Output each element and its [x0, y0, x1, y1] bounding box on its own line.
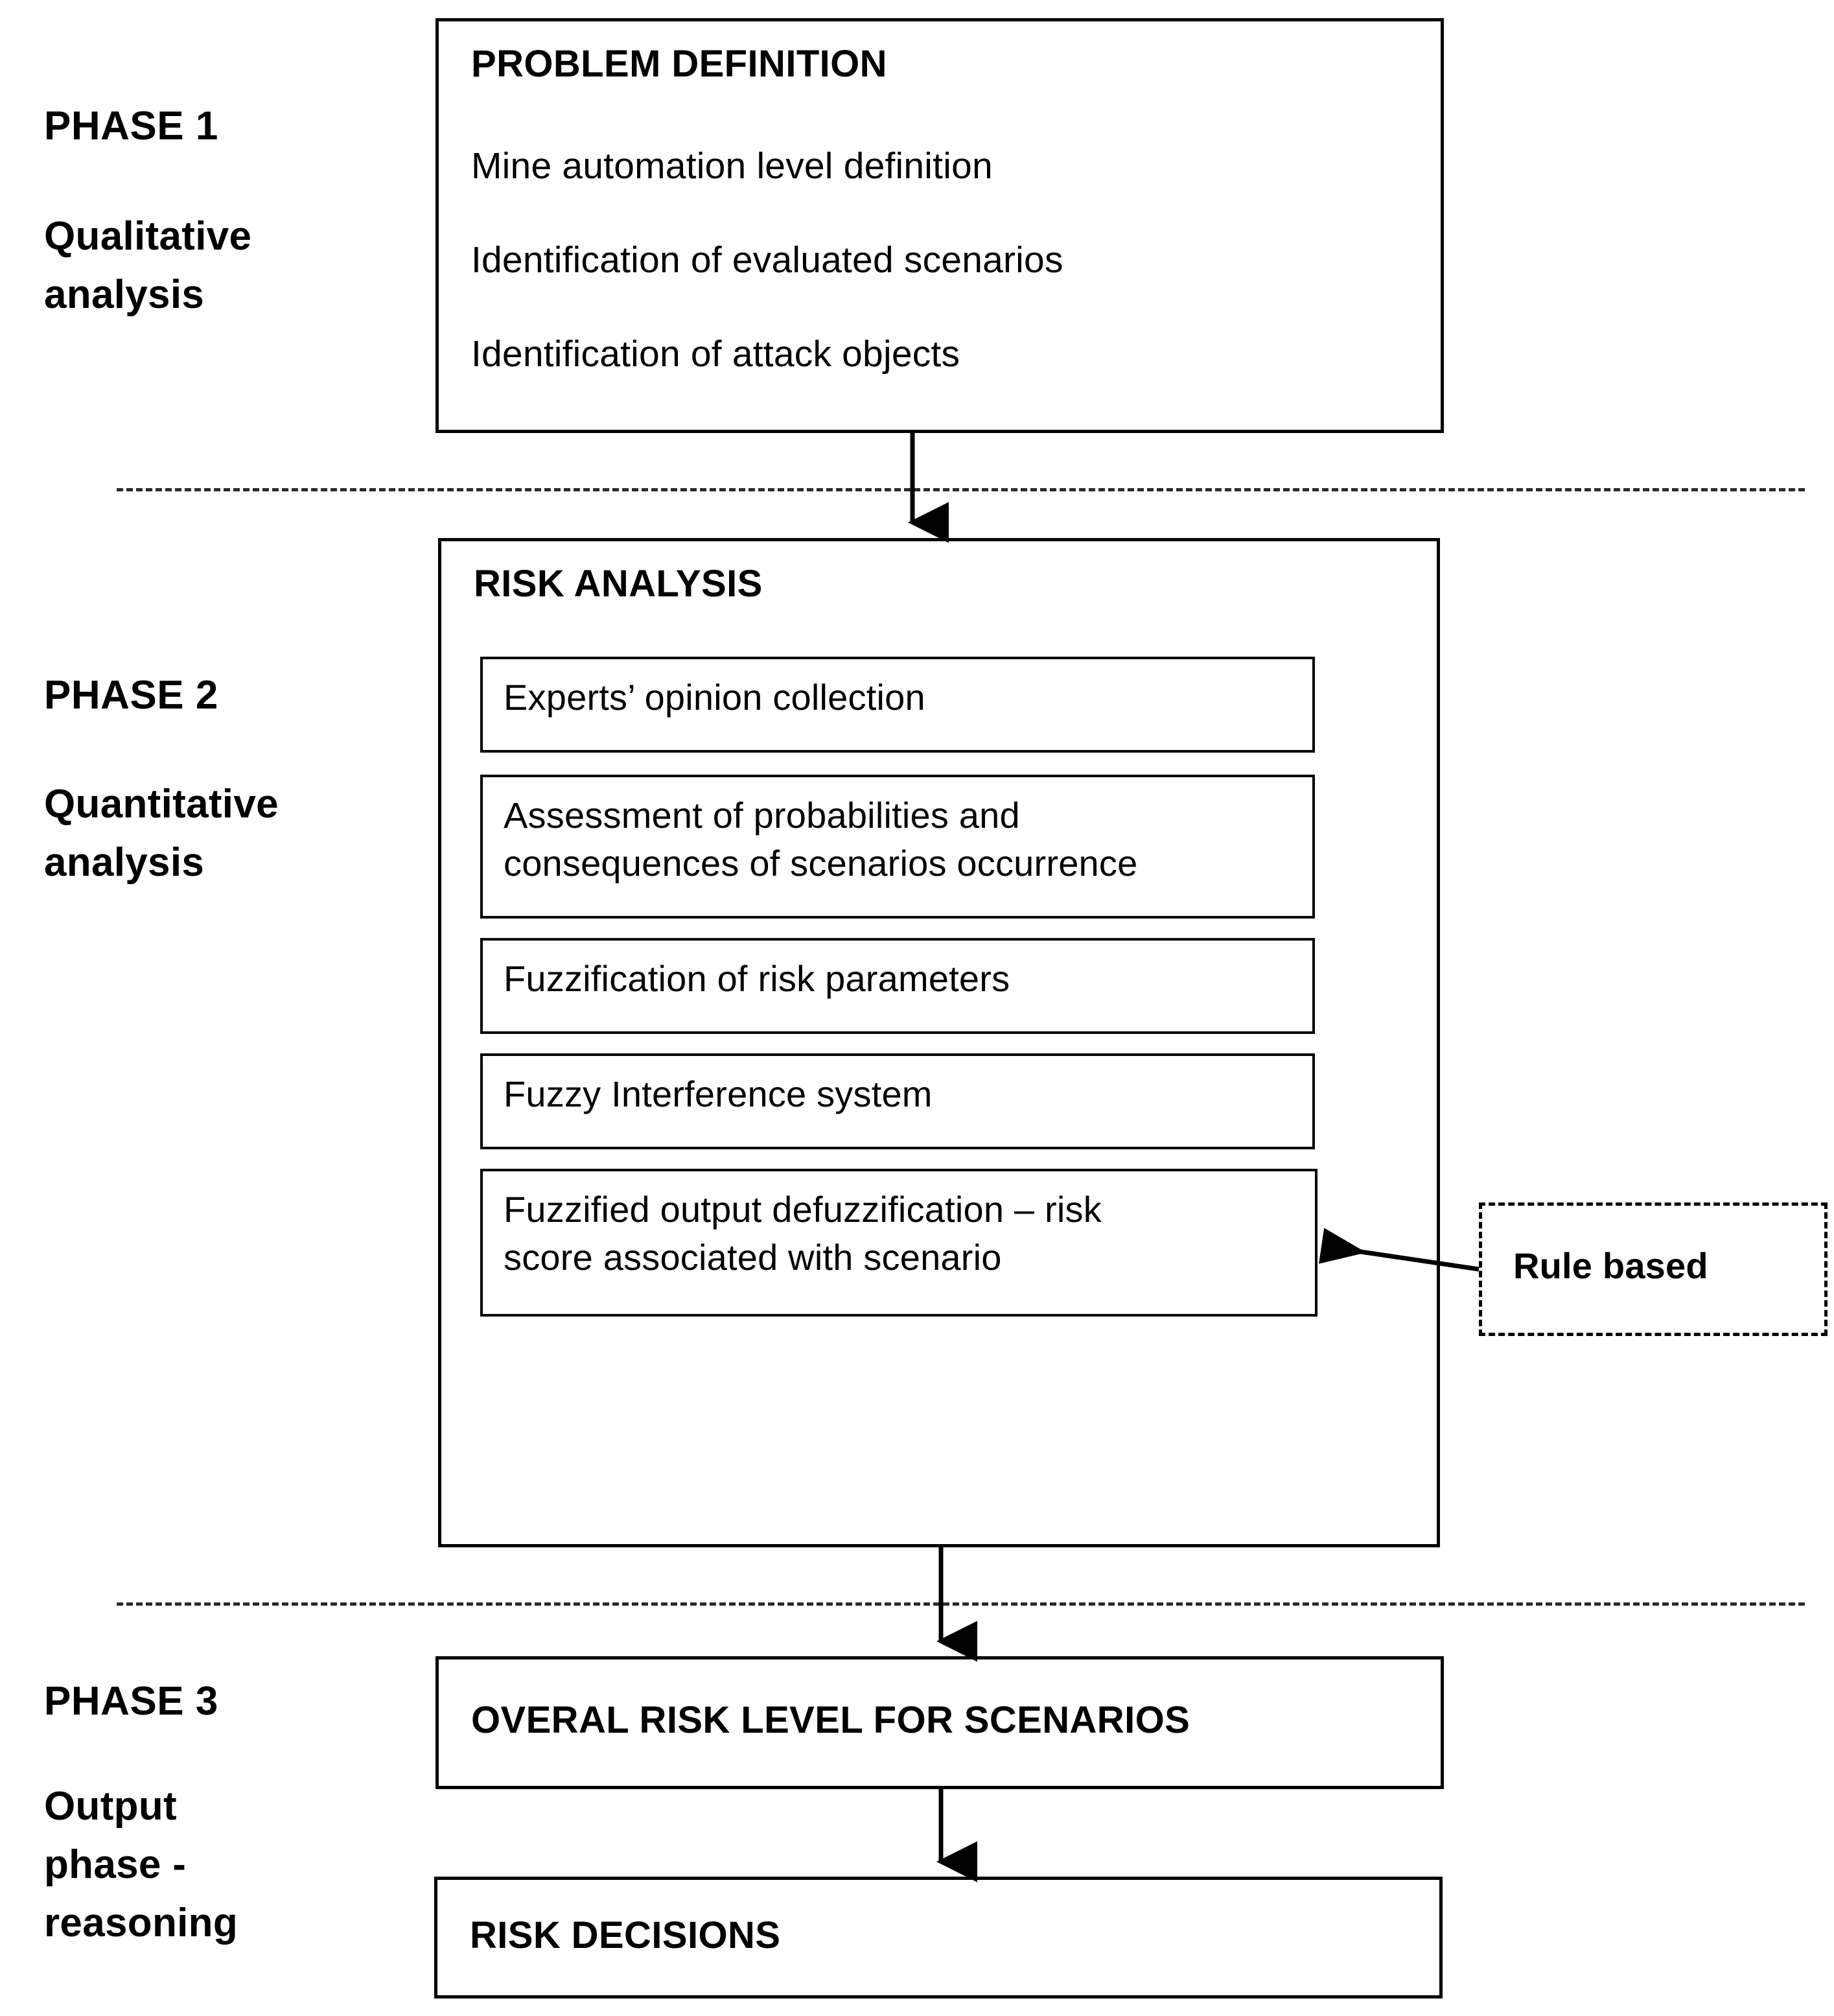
- risk-step-fuzzy-interference-system: Fuzzy Interference system: [480, 1053, 1315, 1149]
- separator-phase-1-2: [117, 488, 1805, 491]
- risk-step-experts-opinion-label: Experts’ opinion collection: [504, 677, 925, 718]
- risk-analysis-box: RISK ANALYSIS Experts’ opinion collectio…: [438, 538, 1440, 1547]
- overall-risk-level-label: OVERAL RISK LEVEL FOR SCENARIOS: [471, 1699, 1190, 1741]
- risk-step-experts-opinion: Experts’ opinion collection: [480, 657, 1315, 753]
- risk-step-fuzzification-label: Fuzzification of risk parameters: [504, 958, 1010, 999]
- phase-3-subtitle: Output phase - reasoning: [44, 1784, 238, 1945]
- risk-analysis-heading: RISK ANALYSIS: [474, 563, 763, 605]
- risk-step-fuzzy-interference-system-label: Fuzzy Interference system: [504, 1073, 933, 1114]
- risk-decisions-label: RISK DECISIONS: [470, 1914, 781, 1956]
- phase-1-subtitle: Qualitative analysis: [44, 214, 252, 317]
- phase-1-title: PHASE 1: [44, 104, 218, 148]
- rule-based-box: Rule based: [1479, 1202, 1828, 1336]
- separator-phase-2-3: [117, 1602, 1805, 1606]
- problem-definition-box: PROBLEM DEFINITION Mine automation level…: [435, 18, 1444, 433]
- overall-risk-level-box: OVERAL RISK LEVEL FOR SCENARIOS: [435, 1656, 1444, 1789]
- rule-based-label: Rule based: [1513, 1245, 1708, 1286]
- risk-step-assessment: Assessment of probabilities and conseque…: [480, 775, 1315, 919]
- problem-definition-item-2: Identification of evaluated scenarios: [471, 239, 1063, 281]
- phase-3-title: PHASE 3: [44, 1679, 218, 1724]
- risk-step-fuzzification: Fuzzification of risk parameters: [480, 938, 1315, 1034]
- problem-definition-item-3: Identification of attack objects: [471, 333, 960, 375]
- problem-definition-item-1: Mine automation level definition: [471, 145, 993, 187]
- phase-2-title: PHASE 2: [44, 673, 218, 718]
- risk-step-defuzzification-label: Fuzzified output defuzzification – risk …: [504, 1189, 1102, 1278]
- risk-step-assessment-label: Assessment of probabilities and conseque…: [504, 795, 1138, 884]
- problem-definition-heading: PROBLEM DEFINITION: [471, 43, 887, 85]
- phase-2-subtitle: Quantitative analysis: [44, 782, 279, 885]
- risk-decisions-box: RISK DECISIONS: [434, 1877, 1443, 1998]
- risk-step-defuzzification: Fuzzified output defuzzification – risk …: [480, 1169, 1317, 1317]
